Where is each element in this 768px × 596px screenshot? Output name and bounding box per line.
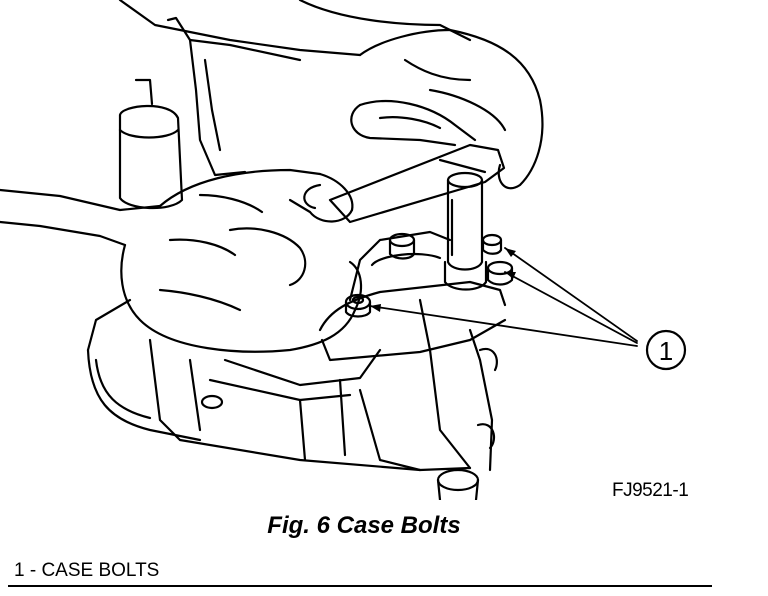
figure-id-label: FJ9521-1	[612, 480, 689, 501]
callout-1: 1	[645, 329, 687, 371]
bolt-right-upper	[481, 233, 503, 255]
figure-caption: Fig. 6 Case Bolts	[267, 512, 461, 539]
bolt-left	[344, 293, 372, 318]
legend-item: 1 - CASE BOLTS	[14, 560, 160, 581]
bolt-center	[388, 232, 416, 260]
socket-extension	[443, 171, 488, 291]
bolt-right-lower	[486, 260, 514, 286]
line-illustration: 1	[0, 0, 687, 500]
callout-circle	[645, 329, 687, 371]
transfer-case-housing	[86, 16, 507, 500]
legend-divider	[8, 585, 712, 587]
right-hand	[118, 0, 544, 190]
ratchet-handle	[328, 143, 506, 224]
left-hand	[0, 168, 363, 353]
callout-number: 1	[659, 336, 673, 366]
leader-lines	[369, 247, 638, 347]
